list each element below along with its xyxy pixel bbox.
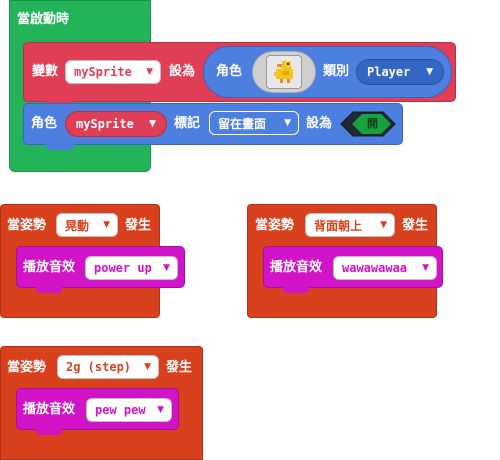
play-sound-block-tab	[36, 287, 62, 293]
gesture-dropdown-value: 2g (step)	[66, 360, 132, 374]
occurs-label: 發生	[125, 218, 152, 233]
flag-sprite-label: 角色	[31, 116, 58, 131]
flag-label: 標記	[174, 116, 201, 131]
chevron-down-icon: ▼	[157, 405, 164, 415]
chevron-down-icon: ▼	[284, 118, 291, 128]
chevron-down-icon: ▼	[146, 67, 153, 77]
chevron-down-icon: ▼	[380, 220, 387, 230]
variable-dropdown-value: mySprite	[74, 65, 132, 79]
sound-dropdown[interactable]: power up ▼	[85, 256, 178, 280]
flag-variable-dropdown-value: mySprite	[76, 117, 134, 131]
set-flag-block-tab	[46, 144, 74, 150]
chevron-down-icon: ▼	[422, 263, 429, 273]
sound-dropdown[interactable]: pew pew ▼	[86, 398, 172, 422]
sound-dropdown[interactable]: wawawawaa ▼	[333, 256, 437, 280]
duck-sprite-icon	[274, 61, 293, 83]
toggle-label: 開	[367, 117, 378, 130]
flag-dropdown[interactable]: 留在畫面 ▼	[209, 111, 299, 135]
gesture-dropdown-value: 背面朝上	[314, 218, 363, 233]
sprite-label: 角色	[216, 64, 243, 79]
play-sound-block-tab	[36, 429, 62, 435]
kind-label: 類別	[323, 64, 350, 79]
sound-dropdown-value: power up	[94, 261, 152, 275]
on-off-toggle[interactable]	[340, 111, 396, 137]
flag-dropdown-value: 留在畫面	[218, 116, 267, 131]
sound-dropdown-value: pew pew	[95, 403, 146, 417]
kind-dropdown[interactable]: Player ▼	[356, 59, 444, 85]
when-gesture-label: 當姿勢	[7, 218, 47, 233]
gesture-dropdown[interactable]: 2g (step) ▼	[57, 355, 159, 379]
variable-dropdown[interactable]: mySprite ▼	[65, 60, 161, 84]
set-label: 變數	[32, 64, 59, 79]
on-start-label: 當啟動時	[17, 12, 70, 27]
sprite-image-frame	[266, 55, 302, 89]
chevron-down-icon: ▼	[149, 119, 156, 129]
set-to-label: 設為	[169, 64, 196, 79]
when-gesture-label: 當姿勢	[7, 360, 47, 375]
occurs-label: 發生	[402, 218, 429, 233]
gesture-dropdown[interactable]: 背面朝上 ▼	[305, 213, 395, 237]
play-sound-label: 播放音效	[270, 260, 323, 275]
occurs-label: 發生	[166, 360, 193, 375]
flag-to-label: 設為	[306, 116, 333, 131]
play-sound-block-tab	[283, 287, 309, 293]
gesture-dropdown[interactable]: 晃動 ▼	[56, 213, 118, 237]
sound-dropdown-value: wawawawaa	[342, 261, 408, 275]
chevron-down-icon: ▼	[103, 220, 110, 230]
when-gesture-label: 當姿勢	[255, 218, 295, 233]
flag-variable-dropdown[interactable]: mySprite ▼	[65, 111, 167, 137]
chevron-down-icon: ▼	[163, 263, 170, 273]
chevron-down-icon: ▼	[426, 67, 433, 77]
play-sound-label: 播放音效	[23, 402, 76, 417]
play-sound-label: 播放音效	[23, 260, 76, 275]
chevron-down-icon: ▼	[144, 362, 151, 372]
kind-dropdown-value: Player	[367, 65, 411, 79]
gesture-dropdown-value: 晃動	[65, 218, 90, 233]
